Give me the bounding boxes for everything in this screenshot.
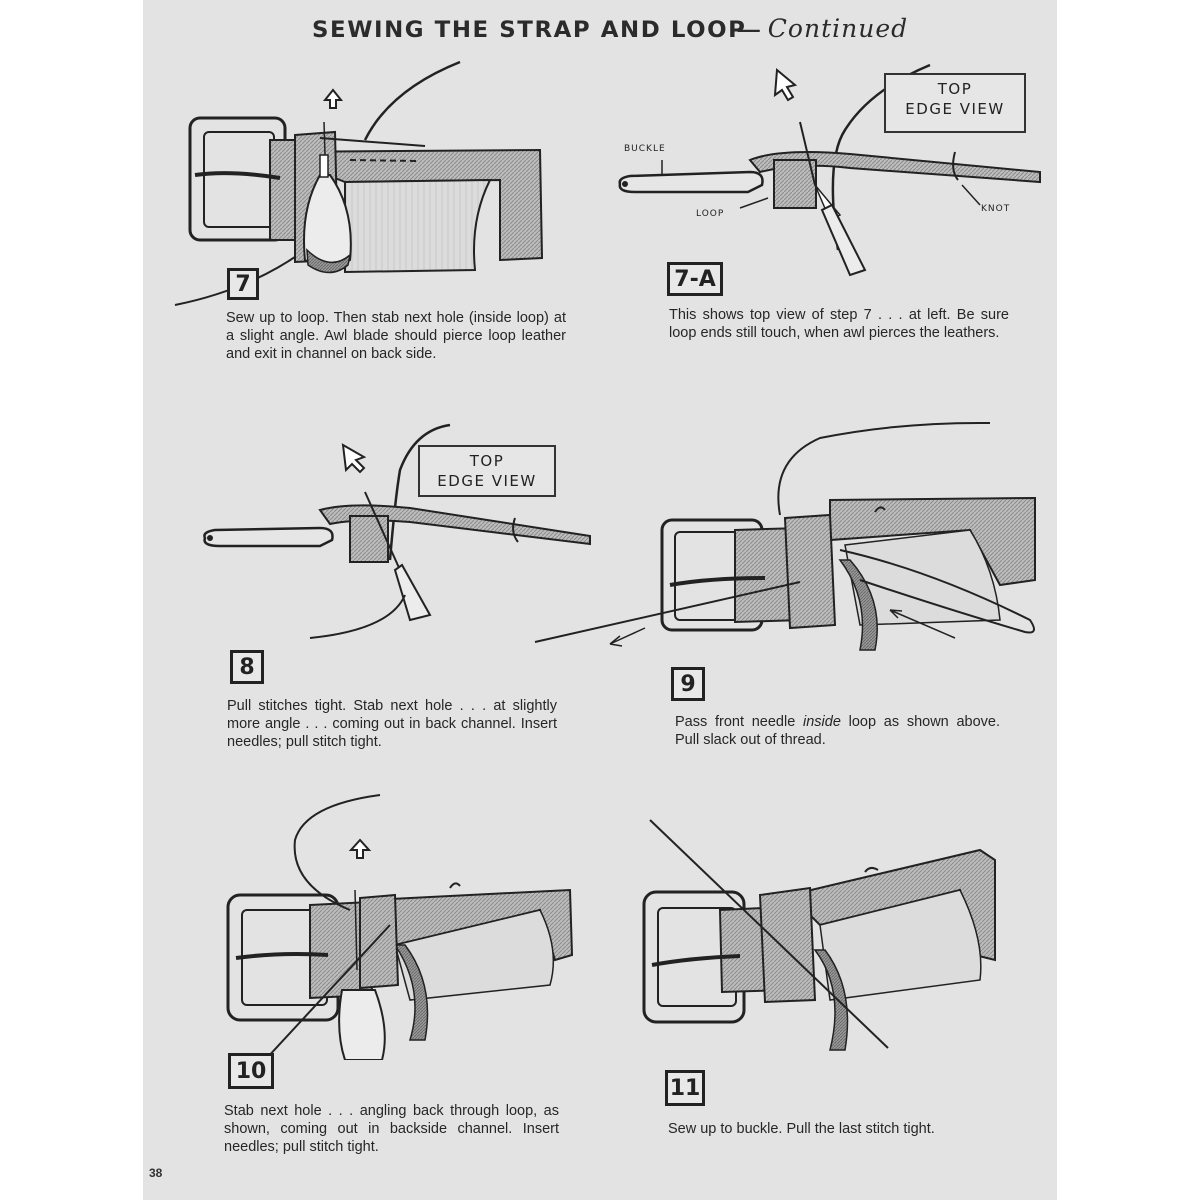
- step-7-number: 7: [235, 271, 251, 297]
- title-separator: —: [737, 17, 760, 42]
- step-7-caption-text: Sew up to loop. Then stab next hole (ins…: [226, 310, 566, 362]
- step-9-number-badge: 9: [671, 667, 705, 701]
- arrow-left-icon: [889, 609, 956, 639]
- step-9-number: 9: [680, 671, 696, 697]
- step-8-number-badge: 8: [230, 650, 264, 684]
- step-10-caption: Stab next hole . . . angling back throug…: [224, 1102, 559, 1156]
- page-title-suffix: Continued: [767, 14, 909, 43]
- buckle-label: BUCKLE: [624, 144, 666, 154]
- step-7-caption: Sew up to loop. Then stab next hole (ins…: [226, 309, 566, 363]
- up-arrow-icon: [322, 88, 344, 109]
- step-9-caption-before: Pass front needle: [675, 714, 803, 730]
- step-8-caption: Pull stitches tight. Stab next hole . . …: [227, 697, 557, 751]
- step-11-caption: Sew up to buckle. Pull the last stitch t…: [668, 1120, 1008, 1138]
- step-10-number-badge: 10: [228, 1053, 274, 1089]
- step-9-illustration: [530, 420, 1050, 660]
- page-title: SEWING THE STRAP AND LOOP— Continued: [312, 14, 932, 58]
- step-8-caption-text: Pull stitches tight. Stab next hole . . …: [227, 698, 557, 750]
- top-edge-view-label-7a: TOP EDGE VIEW: [884, 73, 1026, 133]
- pointer-arrow-icon: [341, 443, 367, 474]
- arrow-left-icon: [609, 627, 646, 647]
- top-edge-view-line1: TOP: [937, 80, 973, 98]
- step-11-number: 11: [669, 1075, 701, 1101]
- top-edge-view-line2: EDGE VIEW: [905, 100, 1005, 118]
- up-arrow-icon: [348, 838, 372, 859]
- step-7a-number: 7-A: [674, 266, 716, 292]
- page-title-main: SEWING THE STRAP AND LOOP: [312, 18, 747, 43]
- step-9-caption: Pass front needle inside loop as shown a…: [675, 713, 1000, 749]
- page-number: 38: [149, 1166, 163, 1180]
- step-7-number-badge: 7: [227, 268, 259, 300]
- step-7a-caption-text: This shows top view of step 7 . . . at l…: [669, 307, 1009, 341]
- step-7a-caption: This shows top view of step 7 . . . at l…: [669, 306, 1009, 342]
- knot-label: KNOT: [981, 204, 1011, 214]
- step-10-number: 10: [235, 1058, 267, 1084]
- step-8-number: 8: [239, 654, 255, 680]
- step-11-illustration: [630, 810, 1050, 1070]
- loop-label: LOOP: [696, 209, 725, 219]
- step-8-illustration: [190, 420, 600, 650]
- pointer-arrow-icon: [773, 67, 798, 102]
- step-10-caption-text: Stab next hole . . . angling back throug…: [224, 1103, 559, 1155]
- step-10-illustration: [210, 770, 600, 1060]
- step-7a-illustration: [600, 60, 1050, 280]
- step-11-number-badge: 11: [665, 1070, 705, 1106]
- step-9-caption-after: loop as shown above. Pull slack out of t…: [675, 714, 1000, 748]
- top-edge-view-line2: EDGE VIEW: [437, 472, 537, 490]
- top-edge-view-line1: TOP: [469, 452, 505, 470]
- step-7a-number-badge: 7-A: [667, 262, 723, 296]
- step-9-caption-emphasis: inside: [803, 714, 841, 730]
- step-7-illustration: [170, 60, 570, 310]
- step-11-caption-text: Sew up to buckle. Pull the last stitch t…: [668, 1121, 935, 1137]
- top-edge-view-label-8: TOP EDGE VIEW: [418, 445, 556, 497]
